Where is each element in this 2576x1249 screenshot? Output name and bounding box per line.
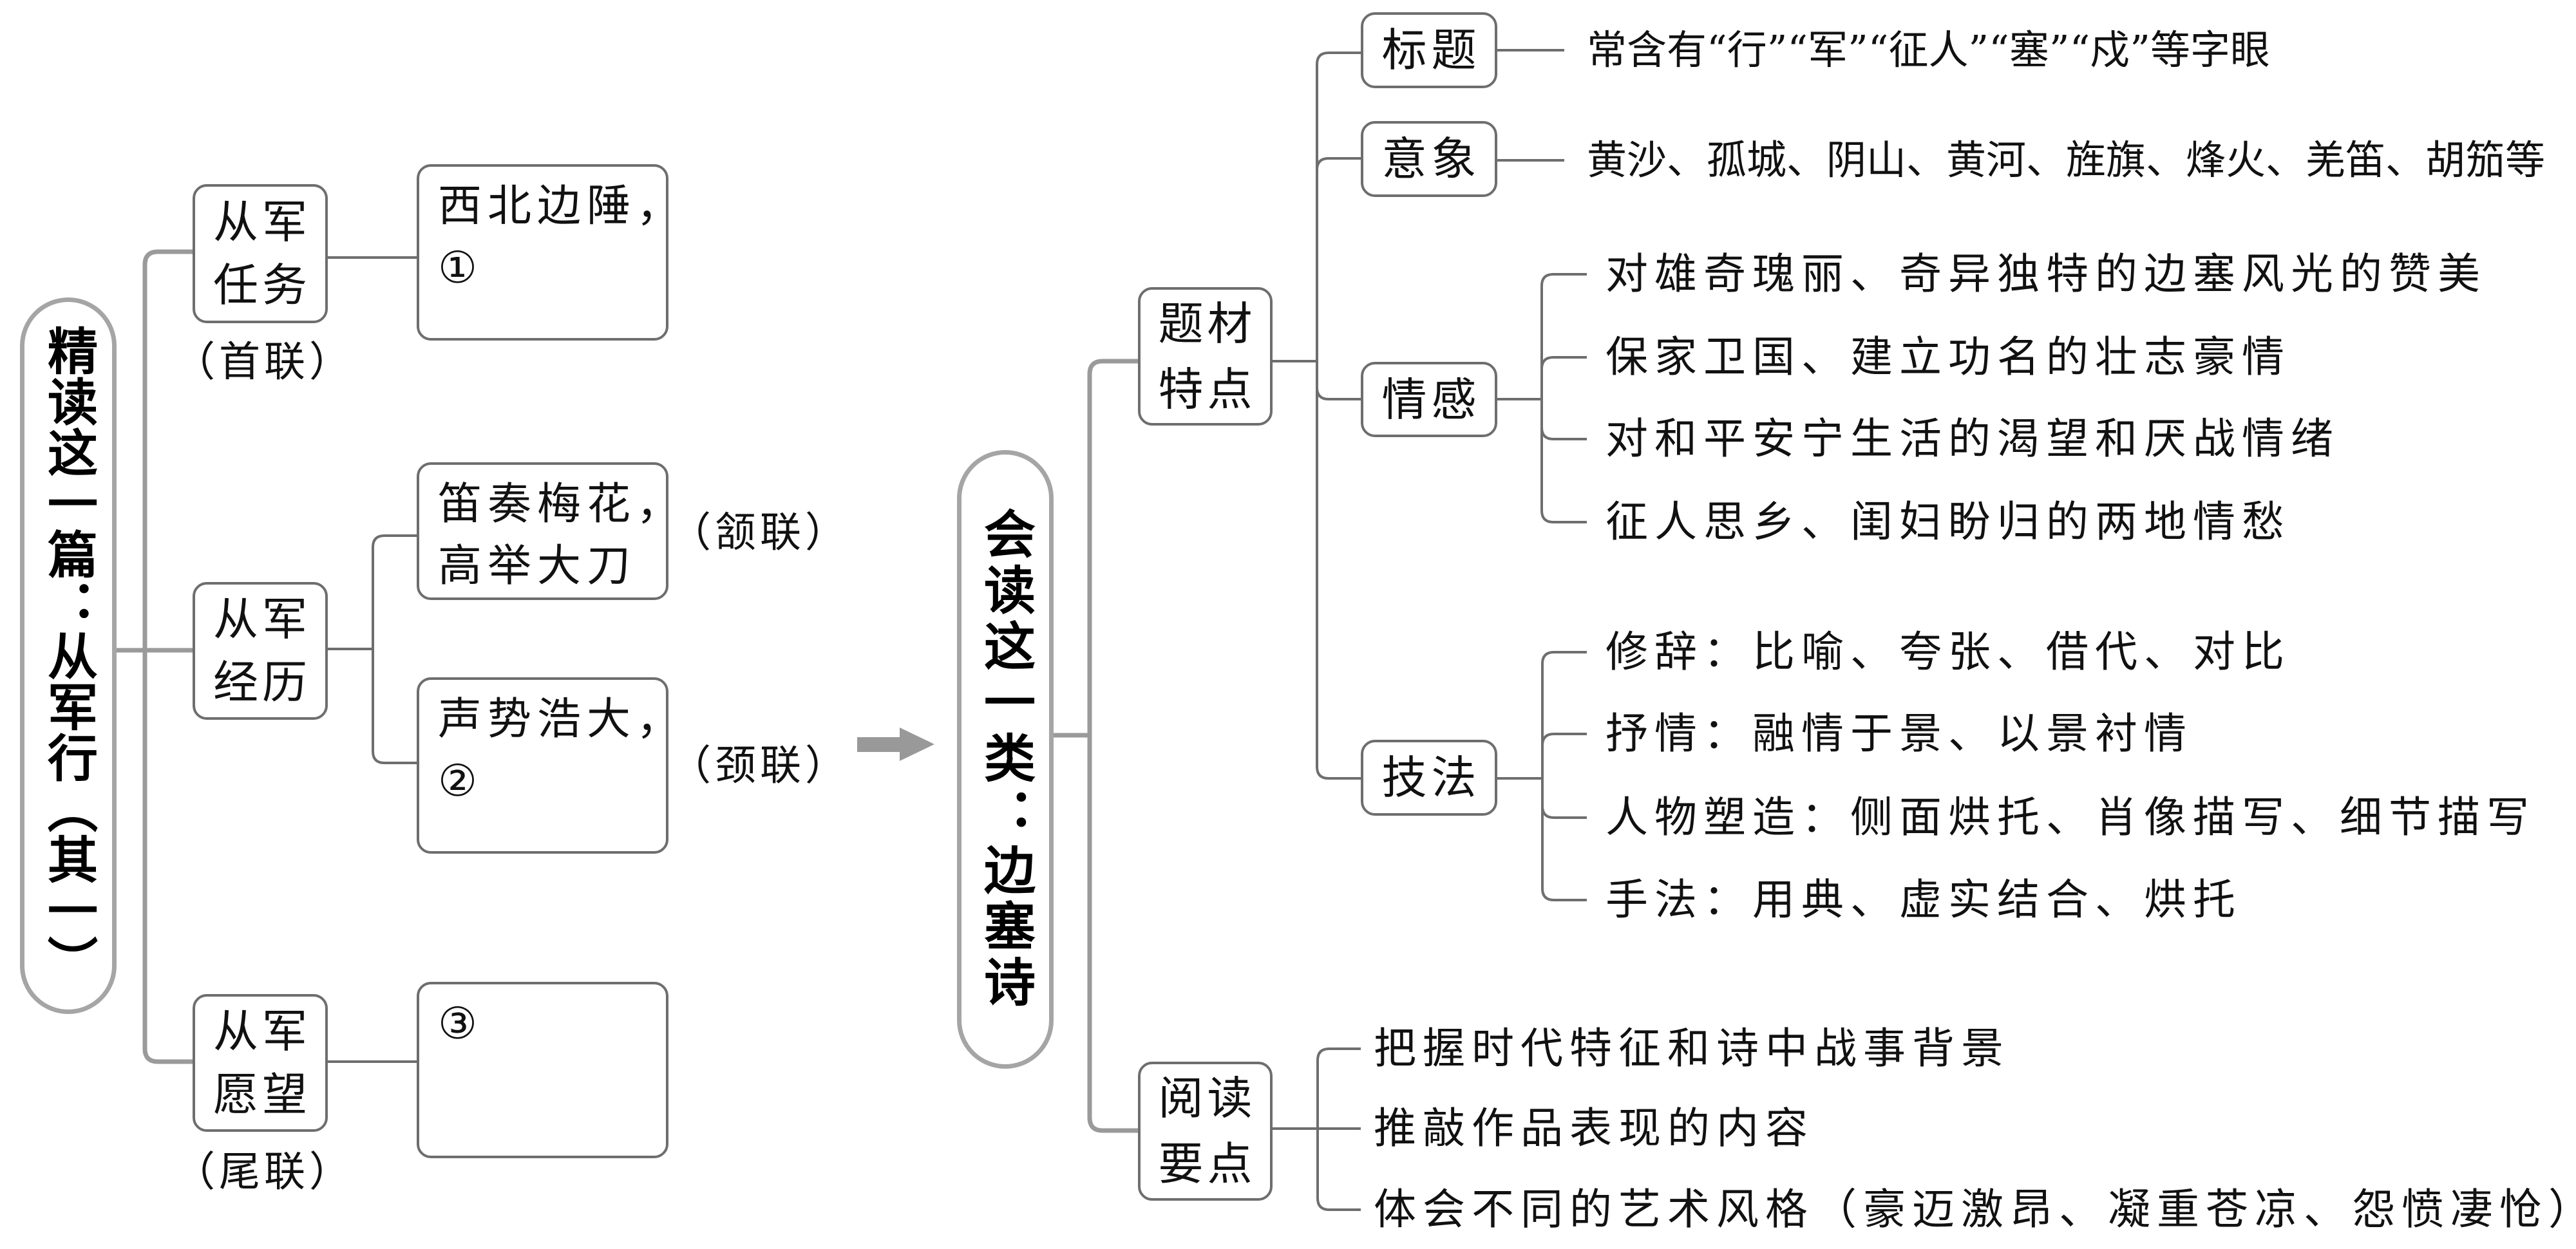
content-line: 笛奏梅花， bbox=[438, 479, 687, 530]
node-label: 情感 bbox=[1381, 373, 1481, 426]
node-label-line: 任务 bbox=[213, 259, 311, 312]
experience-branch-line bbox=[372, 534, 417, 764]
emotion-item: 对和平安宁生活的渴望和厌战情绪 bbox=[1605, 414, 2340, 464]
node-label-line: 经历 bbox=[213, 656, 311, 709]
blank-marker-3: ③ bbox=[438, 999, 483, 1049]
node-label-line: 从军 bbox=[213, 1005, 311, 1058]
technique-item: 抒情：融情于景、以景衬情 bbox=[1605, 709, 2193, 758]
emotion-branch-line bbox=[1540, 273, 1587, 523]
content-line: 西北边陲， bbox=[438, 181, 687, 232]
genre-reading-title: 会读这一类：边塞诗 bbox=[976, 507, 1036, 1011]
close-reading-title: 精读这一篇：从军行（其一） bbox=[39, 325, 97, 986]
blank-marker-2: ② bbox=[438, 756, 483, 807]
reading-point-item: 体会不同的艺术风格（豪迈激昂、凝重苍凉、怨愤凄怆） bbox=[1374, 1185, 2576, 1234]
couplet-label-first: （首联） bbox=[174, 339, 354, 386]
blank-marker-1: ① bbox=[438, 243, 483, 294]
right-trunk-line bbox=[1087, 359, 1138, 1133]
couplet-label-last: （尾联） bbox=[174, 1149, 354, 1196]
node-title: 标题 bbox=[1361, 12, 1497, 88]
reading-branch-line bbox=[1316, 1047, 1361, 1211]
content-line: 高举大刀 bbox=[438, 541, 637, 592]
technique-item: 修辞：比喻、夸张、借代、对比 bbox=[1605, 627, 2291, 677]
emotion-item-3-branch bbox=[1540, 427, 1587, 440]
technique-item: 手法：用典、虚实结合、烘托 bbox=[1605, 875, 2242, 925]
node-technique: 技法 bbox=[1361, 740, 1497, 816]
emotion-item: 保家卫国、建立功名的壮志豪情 bbox=[1605, 332, 2291, 382]
emotion-branch bbox=[1316, 387, 1361, 400]
node-reading-points: 阅读 要点 bbox=[1138, 1062, 1273, 1201]
subject-branch-line bbox=[1316, 52, 1361, 780]
title-feature-text: 常含有“行”“军”“征人”“塞”“戍”等字眼 bbox=[1587, 26, 2270, 73]
right-arrow-icon bbox=[857, 728, 934, 761]
node-label: 技法 bbox=[1381, 751, 1481, 804]
reading-point-item: 推敲作品表现的内容 bbox=[1374, 1103, 1814, 1153]
node-label-line: 题材 bbox=[1158, 297, 1256, 350]
emotion-item-2-branch bbox=[1540, 356, 1587, 370]
node-label-line: 阅读 bbox=[1158, 1072, 1256, 1125]
node-military-wish: 从军 愿望 bbox=[193, 994, 328, 1132]
close-reading-title-pill: 精读这一篇：从军行（其一） bbox=[20, 297, 117, 1014]
couplet-label-second: （颔联） bbox=[670, 509, 850, 557]
imagery-text: 黄沙、孤城、阴山、黄河、旌旗、烽火、羌笛、胡笳等 bbox=[1587, 136, 2546, 183]
technique-item-2-branch bbox=[1541, 733, 1587, 746]
content-box-4: ③ bbox=[417, 982, 668, 1158]
node-label-line: 愿望 bbox=[213, 1068, 311, 1121]
emotion-item: 对雄奇瑰丽、奇异独特的边塞风光的赞美 bbox=[1605, 249, 2486, 299]
content-box-3: 声势浩大， ② bbox=[417, 677, 687, 854]
node-military-experience: 从军 经历 bbox=[193, 582, 328, 720]
node-label-line: 从军 bbox=[213, 196, 311, 249]
node-label: 意象 bbox=[1381, 133, 1481, 185]
technique-branch-line bbox=[1541, 651, 1587, 901]
node-military-task: 从军 任务 bbox=[193, 184, 328, 323]
genre-reading-title-pill: 会读这一类：边塞诗 bbox=[957, 450, 1054, 1069]
node-imagery: 意象 bbox=[1361, 121, 1497, 197]
content-box-2: 笛奏梅花， 高举大刀 bbox=[417, 462, 687, 600]
couplet-label-third: （颈联） bbox=[670, 742, 850, 790]
left-trunk-line bbox=[142, 249, 193, 1064]
reading-point-item: 把握时代特征和诗中战事背景 bbox=[1374, 1024, 2010, 1073]
imagery-branch bbox=[1316, 157, 1361, 171]
content-line: 声势浩大， bbox=[438, 694, 687, 745]
node-subject-features: 题材 特点 bbox=[1138, 287, 1273, 426]
technique-item: 人物塑造：侧面烘托、肖像描写、细节描写 bbox=[1605, 793, 2535, 842]
node-label-line: 从军 bbox=[213, 593, 311, 646]
emotion-item: 征人思乡、闺妇盼归的两地情愁 bbox=[1605, 497, 2291, 547]
technique-item-3-branch bbox=[1541, 805, 1587, 819]
node-label-line: 特点 bbox=[1158, 362, 1256, 416]
node-label: 标题 bbox=[1381, 24, 1481, 77]
content-box-1: 西北边陲， ① bbox=[417, 164, 687, 341]
node-label-line: 要点 bbox=[1158, 1138, 1256, 1190]
node-emotion: 情感 bbox=[1361, 362, 1497, 437]
